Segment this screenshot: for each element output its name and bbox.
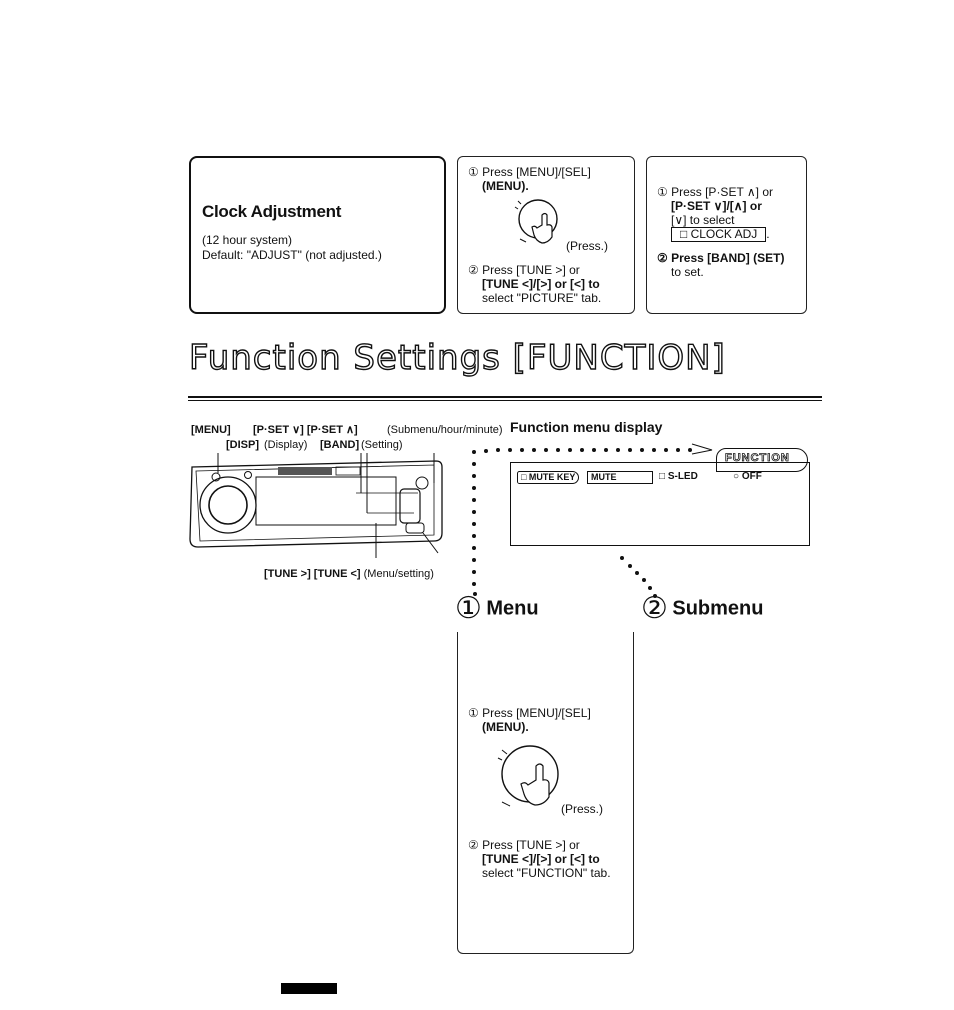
menu-heading-label: Menu [486,597,539,620]
function-menu-lcd: □ MUTE KEY MUTE □ S-LED ○ OFF [510,462,810,546]
menu-heading-number: ① [455,592,482,625]
section-title: Function Settings [FUNCTION] [188,337,726,378]
pset-step1-line2: [P·SET ∨]/[∧] or [671,199,762,213]
dial-press-icon [514,199,558,244]
label-band-note: (Setting) [361,439,403,451]
label-band: [BAND] [320,439,360,451]
menu-heading: ① Menu [455,592,539,626]
label-tune-note: (Menu/setting) [363,568,434,580]
head-unit-drawing [189,453,443,558]
picture-step1-line1: ① Press [MENU]/[SEL] [468,165,591,179]
picture-tab-instructions: ① Press [MENU]/[SEL] (MENU). (Press.) ② … [457,156,635,314]
function-step1-line1: ① Press [MENU]/[SEL] [468,706,591,720]
submenu-heading-number: ② [641,592,668,625]
title-rule-thin [188,400,822,401]
label-disp: [DISP] [226,439,259,451]
submenu-heading-label: Submenu [672,597,764,620]
picture-step1-line2: (MENU). [482,179,529,193]
function-step1: ① Press [MENU]/[SEL] (MENU). [468,706,591,734]
pset-step2-line1: ② Press [BAND] (SET) [657,251,785,265]
label-pset: [P·SET ∨] [P·SET ∧] [253,424,358,436]
pset-step2: ② Press [BAND] (SET) to set. [657,251,784,279]
clock-adjustment-box: Clock Adjustment (12 hour system) Defaul… [189,156,446,314]
pset-step1: ① Press [P·SET ∧] or [P·SET ∨]/[∧] or [∨… [657,185,773,242]
clock-adj-select-instructions: ① Press [P·SET ∧] or [P·SET ∨]/[∧] or [∨… [646,156,807,314]
function-step2-line3: select "FUNCTION" tab. [482,866,611,880]
lcd-tab-label: FUNCTION [725,452,790,465]
function-press-note: (Press.) [561,802,603,816]
lcd-mute-key-chip: □ MUTE KEY [517,471,580,484]
pset-step1-line1: ① Press [P·SET ∧] or [657,185,774,199]
label-menu: [MENU] [191,424,231,436]
dial-press-icon-2 [497,745,559,807]
pset-step1-line3: [∨] to select [671,213,735,227]
picture-step1: ① Press [MENU]/[SEL] (MENU). [468,165,591,193]
label-tune-keys: [TUNE >] [TUNE <] [264,568,361,580]
submenu-heading: ② Submenu [641,592,763,626]
function-step2-line1: ② Press [TUNE >] or [468,838,580,852]
label-disp-note: (Display) [264,439,308,451]
redaction-bar [281,983,337,994]
function-tab-instructions: ① Press [MENU]/[SEL] (MENU). (Press.) ② … [457,632,634,954]
function-step2-line2: [TUNE <]/[>] or [<] to [482,852,600,866]
picture-press-note: (Press.) [566,239,608,253]
pset-step2-line2: to set. [671,265,704,279]
clock-system-note: (12 hour system) [202,233,293,247]
function-menu-display-heading: Function menu display [510,419,663,435]
clock-adj-selection: □ CLOCK ADJ [671,227,767,242]
lcd-mute-chip: MUTE [587,471,653,484]
clock-adjustment-title: Clock Adjustment [202,202,342,221]
picture-step2-line1: ② Press [TUNE >] or [468,263,580,277]
function-step1-line2: (MENU). [482,720,529,734]
pset-step1-dot: . [766,227,770,241]
picture-step2-line2: [TUNE <]/[>] or [<] to [482,277,600,291]
label-pset-note: (Submenu/hour/minute) [387,424,503,436]
lcd-off: ○ OFF [733,471,762,482]
title-rule-thick [188,396,822,398]
picture-step2-line3: select "PICTURE" tab. [482,291,602,305]
lcd-s-led: □ S-LED [659,471,698,482]
dotted-connectors [472,443,713,598]
label-tune: [TUNE >] [TUNE <] (Menu/setting) [264,568,434,581]
picture-step2: ② Press [TUNE >] or [TUNE <]/[>] or [<] … [468,263,601,305]
clock-default-note: Default: "ADJUST" (not adjusted.) [202,248,382,262]
lcd-tab-function: FUNCTION [716,448,808,472]
function-step2: ② Press [TUNE >] or [TUNE <]/[>] or [<] … [468,838,611,880]
